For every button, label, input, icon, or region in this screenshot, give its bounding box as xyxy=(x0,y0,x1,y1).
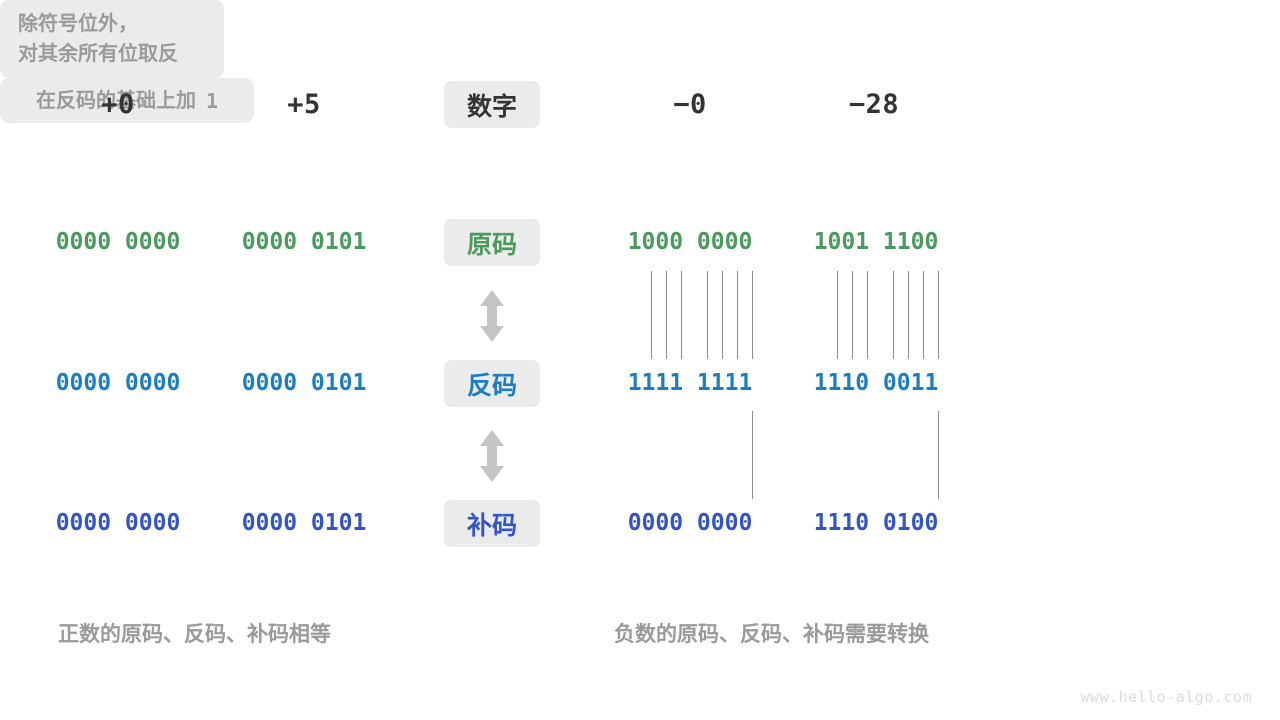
note-add-one: 在反码的基础上加 1 xyxy=(0,78,254,123)
bits-sign-magnitude-minus-zero: 1000 0000 xyxy=(627,229,753,255)
bits-twos-complement-plus-five: 0000 0101 xyxy=(241,510,367,536)
double-arrow-icon-carry xyxy=(478,428,506,489)
note-invert-line-2: 对其余所有位取反 xyxy=(18,43,178,65)
bits-twos-complement-minus-twentyeight: 1110 0100 xyxy=(813,510,939,536)
connector-line-invert xyxy=(908,271,909,359)
caption-negative-numbers: 负数的原码、反码、补码需要转换 xyxy=(614,623,929,646)
row-badge-sign-magnitude: 原码 xyxy=(444,219,540,266)
bits-ones-complement-minus-zero: 1111 1111 xyxy=(627,370,753,396)
note-add-one-value: 1 xyxy=(205,88,219,113)
bits-ones-complement-plus-zero: 0000 0000 xyxy=(55,370,181,396)
bits-twos-complement-plus-zero: 0000 0000 xyxy=(55,510,181,536)
note-invert-bits: 除符号位外， 对其余所有位取反 xyxy=(0,0,224,78)
caption-positive-numbers: 正数的原码、反码、补码相等 xyxy=(58,623,331,646)
connector-line-invert xyxy=(737,271,738,359)
row-badge-ones-complement: 反码 xyxy=(444,360,540,407)
connector-line-carry xyxy=(938,411,939,499)
connector-line-invert xyxy=(923,271,924,359)
connector-line-invert xyxy=(938,271,939,359)
header-label-plus-five: +5 xyxy=(287,88,321,120)
connector-line-invert xyxy=(867,271,868,359)
header-label-plus-zero: +0 xyxy=(101,88,135,120)
connector-line-invert xyxy=(852,271,853,359)
bits-ones-complement-plus-five: 0000 0101 xyxy=(241,370,367,396)
bits-sign-magnitude-plus-zero: 0000 0000 xyxy=(55,229,181,255)
connector-line-invert xyxy=(752,271,753,359)
note-add-one-text: 在反码的基础上加 xyxy=(35,89,196,112)
bits-ones-complement-minus-twentyeight: 1110 0011 xyxy=(813,370,939,396)
bits-twos-complement-minus-zero: 0000 0000 xyxy=(627,510,753,536)
connector-line-invert xyxy=(651,271,652,359)
bits-sign-magnitude-minus-twentyeight: 1001 1100 xyxy=(813,229,939,255)
bits-sign-magnitude-plus-five: 0000 0101 xyxy=(241,229,367,255)
connector-line-invert xyxy=(837,271,838,359)
double-arrow-icon-invert xyxy=(478,288,506,349)
header-label-minus-twentyeight: −28 xyxy=(848,88,900,120)
connector-line-carry xyxy=(752,411,753,499)
connector-line-invert xyxy=(666,271,667,359)
watermark: www.hello-algo.com xyxy=(1080,688,1252,706)
connector-line-invert xyxy=(681,271,682,359)
connector-line-invert xyxy=(722,271,723,359)
header-label-minus-zero: −0 xyxy=(673,88,707,120)
header-badge-number: 数字 xyxy=(444,81,540,128)
note-invert-line-1: 除符号位外， xyxy=(18,13,138,35)
connector-line-invert xyxy=(707,271,708,359)
row-badge-twos-complement: 补码 xyxy=(444,500,540,547)
connector-line-invert xyxy=(893,271,894,359)
